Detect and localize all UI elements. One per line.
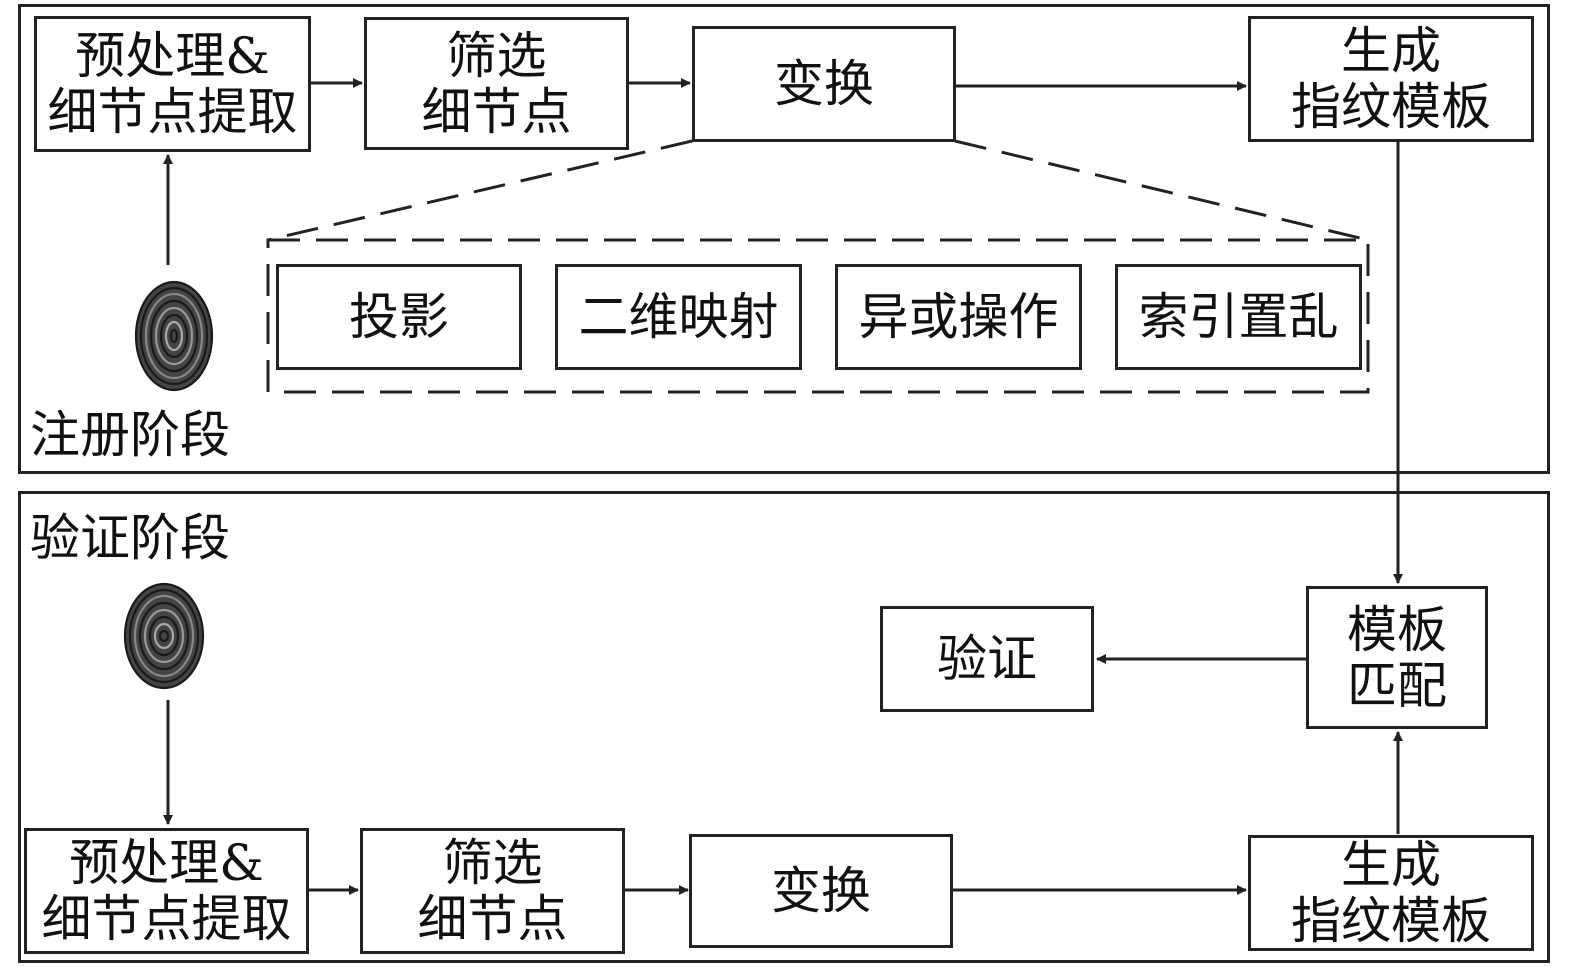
enroll-fingerprint-icon: [134, 280, 214, 392]
verify-filter-label: 筛选 细节点: [417, 834, 568, 948]
op-xor-label: 异或操作: [858, 288, 1059, 346]
op-xor-box: 异或操作: [835, 264, 1082, 370]
enrollment-panel: [18, 4, 1550, 474]
verify-filter-box: 筛选 细节点: [360, 828, 625, 954]
enroll-filter-label: 筛选 细节点: [421, 26, 572, 141]
enroll-filter-box: 筛选 细节点: [364, 17, 629, 150]
op-projection-box: 投影: [276, 264, 522, 370]
op-projection-label: 投影: [349, 288, 449, 346]
enroll-transform-label: 变换: [774, 55, 874, 113]
verify-transform-box: 变换: [689, 834, 953, 948]
op-2d-mapping-label: 二维映射: [578, 288, 779, 346]
enroll-stage-label: 注册阶段: [30, 406, 230, 464]
verify-stage-label: 验证阶段: [30, 509, 230, 567]
verify-preprocess-box: 预处理& 细节点提取: [24, 828, 309, 954]
dashed-expand-left: [267, 139, 693, 242]
verify-fingerprint-icon: [123, 582, 205, 690]
verify-transform-label: 变换: [771, 862, 871, 920]
template-match-label: 模板 匹配: [1347, 600, 1447, 715]
enroll-preprocess-box: 预处理& 细节点提取: [34, 16, 311, 152]
verify-generate-label: 生成 指纹模板: [1291, 836, 1491, 950]
op-index-scramble-box: 索引置乱: [1115, 264, 1362, 370]
enroll-transform-box: 变换: [692, 26, 956, 142]
verify-result-box: 验证: [880, 606, 1094, 712]
template-match-box: 模板 匹配: [1306, 586, 1488, 729]
enroll-generate-label: 生成 指纹模板: [1291, 22, 1491, 136]
enroll-preprocess-label: 预处理& 细节点提取: [47, 27, 298, 141]
verification-panel: [18, 491, 1550, 963]
enroll-generate-box: 生成 指纹模板: [1248, 16, 1534, 142]
verify-result-label: 验证: [937, 630, 1037, 688]
op-2d-mapping-box: 二维映射: [555, 264, 802, 370]
op-index-scramble-label: 索引置乱: [1138, 288, 1339, 346]
verify-generate-box: 生成 指纹模板: [1248, 835, 1534, 951]
dashed-expand-right: [954, 139, 1369, 242]
transform-ops-dashed-group: [266, 238, 1370, 394]
verify-preprocess-label: 预处理& 细节点提取: [41, 834, 292, 948]
